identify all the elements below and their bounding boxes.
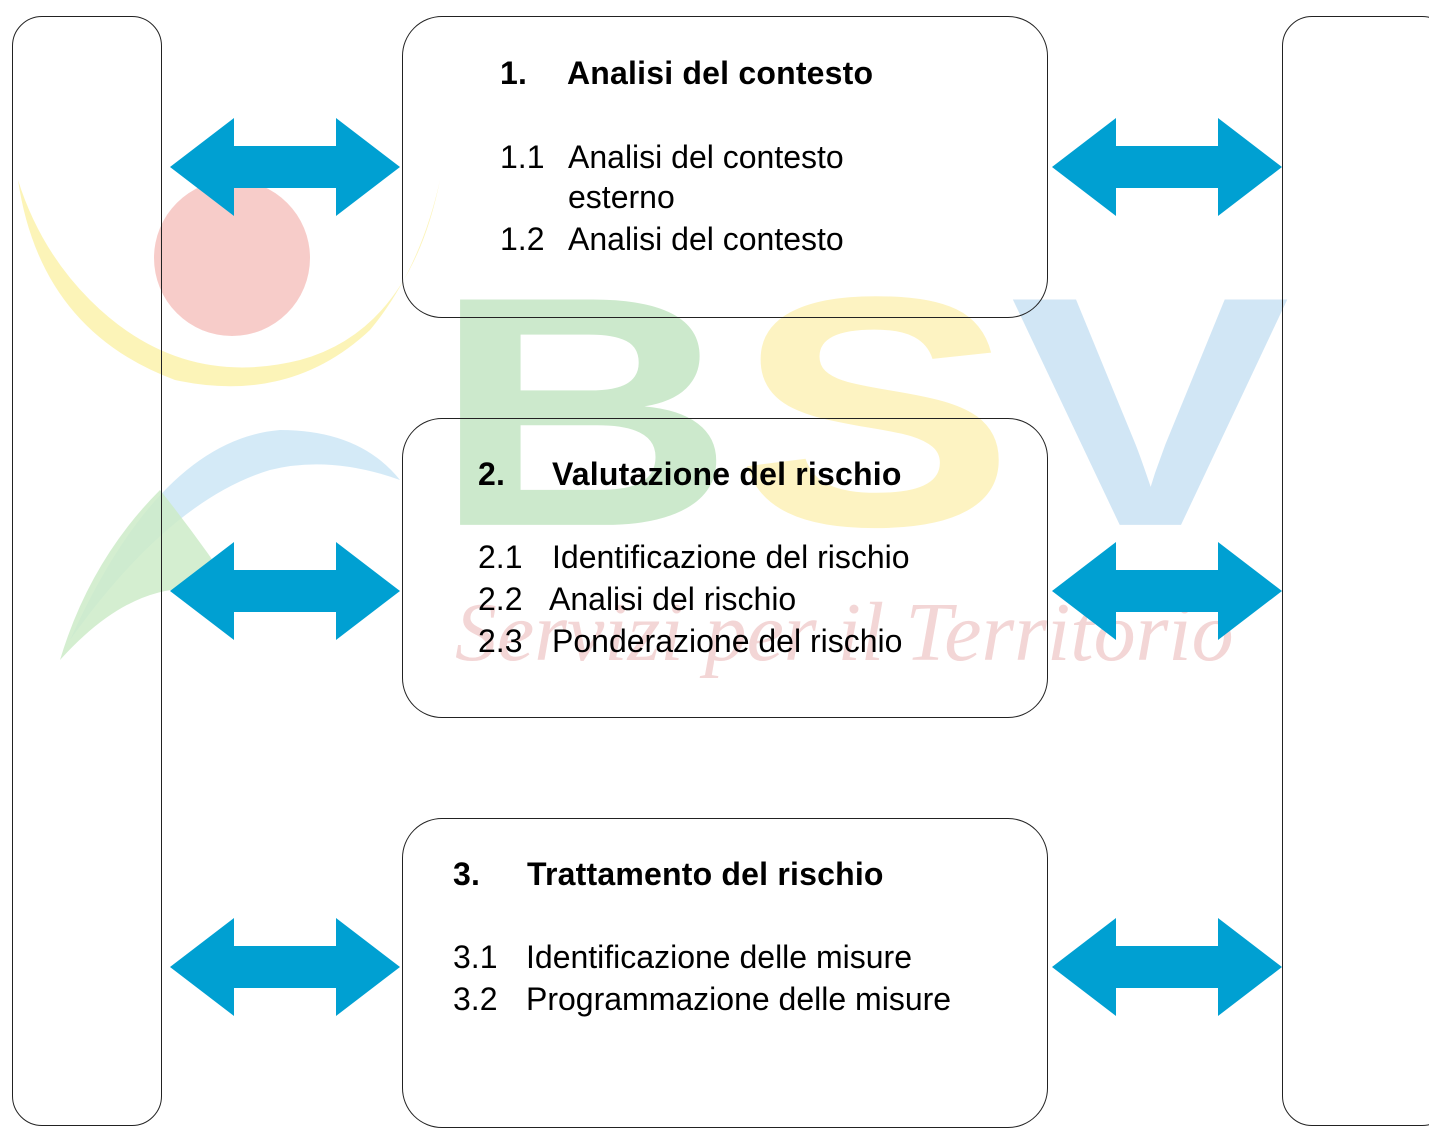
step-2-item-3-text: Ponderazione del rischio (552, 623, 903, 659)
double-arrow-right-1 (1052, 118, 1282, 216)
step-2-item-1: 2.1 Identificazione del rischio (478, 537, 910, 577)
step-3-item-1: 3.1 Identificazione delle misure (453, 937, 912, 977)
step-box-2 (402, 418, 1048, 718)
step-1-item-1: 1.1 Analisi del contesto (500, 137, 844, 177)
step-1-item-1-text: Analisi del contesto (568, 139, 844, 175)
step-1-number: 1. (500, 55, 528, 91)
watermark-letters: B S V (432, 228, 1292, 594)
step-1-item-1-line2: esterno (568, 179, 675, 215)
step-2-item-3-number: 2.3 (478, 623, 523, 659)
step-3-item-1-number: 3.1 (453, 939, 498, 975)
step-3-item-2-number: 3.2 (453, 981, 498, 1017)
step-1-item-2-text: Analisi del contesto (568, 221, 844, 257)
step-3-item-2: 3.2 Programmazione delle misure (453, 979, 951, 1019)
double-arrow-left-3 (170, 918, 400, 1016)
step-1-item-1-number: 1.1 (500, 139, 545, 175)
step-2-title: 2. Valutazione del rischio (478, 456, 902, 493)
step-box-1 (402, 16, 1048, 318)
step-2-item-2-number: 2.2 (478, 581, 523, 617)
step-3-item-1-text: Identificazione delle misure (526, 939, 912, 975)
double-arrow-left-1 (170, 118, 400, 216)
step-1-item-2: 1.2 Analisi del contesto (500, 219, 844, 259)
step-3-number: 3. (453, 856, 481, 892)
step-2-item-1-number: 2.1 (478, 539, 523, 575)
watermark-letter-s: S (735, 228, 1015, 594)
right-side-panel (1282, 16, 1429, 1126)
step-2-item-2: 2.2 Analisi del rischio (478, 579, 796, 619)
watermark-letter-b: B (432, 228, 735, 594)
watermark-yellow-arc (18, 180, 440, 387)
double-arrow-right-2 (1052, 542, 1282, 640)
watermark-green-swoosh (60, 490, 240, 660)
watermark-red-circle (154, 180, 310, 336)
step-3-item-2-text: Programmazione delle misure (526, 981, 952, 1017)
step-2-item-1-text: Identificazione del rischio (552, 539, 910, 575)
step-2-item-2-text: Analisi del rischio (549, 581, 797, 617)
step-3-title: 3. Trattamento del rischio (453, 856, 884, 893)
step-1-item-2-number: 1.2 (500, 221, 545, 257)
step-2-item-3: 2.3 Ponderazione del rischio (478, 621, 902, 661)
step-3-title-text: Trattamento del rischio (527, 856, 884, 892)
left-side-panel (12, 16, 162, 1126)
step-1-title: 1. Analisi del contesto (500, 55, 873, 92)
step-2-number: 2. (478, 456, 506, 492)
watermark-letter-v: V (1010, 228, 1292, 594)
step-2-title-text: Valutazione del rischio (552, 456, 902, 492)
double-arrow-right-3 (1052, 918, 1282, 1016)
step-1-title-text: Analisi del contesto (567, 55, 874, 91)
double-arrow-left-2 (170, 542, 400, 640)
